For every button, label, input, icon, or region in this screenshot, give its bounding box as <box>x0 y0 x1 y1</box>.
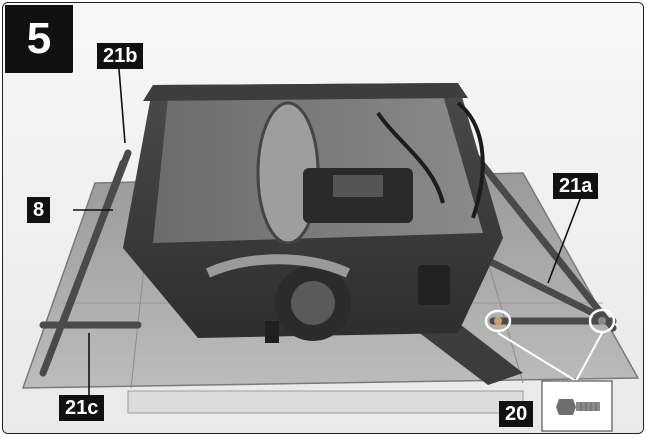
bolt-inset <box>541 380 613 432</box>
step-number-badge: 5 <box>5 5 73 73</box>
leg-braces <box>39 149 617 377</box>
callout-20: 20 <box>499 401 534 427</box>
photo-frame: 5 21b 8 21a 21c 20 <box>2 2 644 434</box>
saw-housing <box>123 83 503 343</box>
callout-8: 8 <box>27 197 51 223</box>
callout-leaders <box>73 68 581 395</box>
callout-21b: 21b <box>97 43 144 69</box>
table-saw-assembly-photo <box>3 3 643 433</box>
front-rail <box>127 390 524 414</box>
callout-21a: 21a <box>553 173 599 199</box>
callout-21c: 21c <box>59 395 105 421</box>
highlighted-screws <box>484 308 616 382</box>
